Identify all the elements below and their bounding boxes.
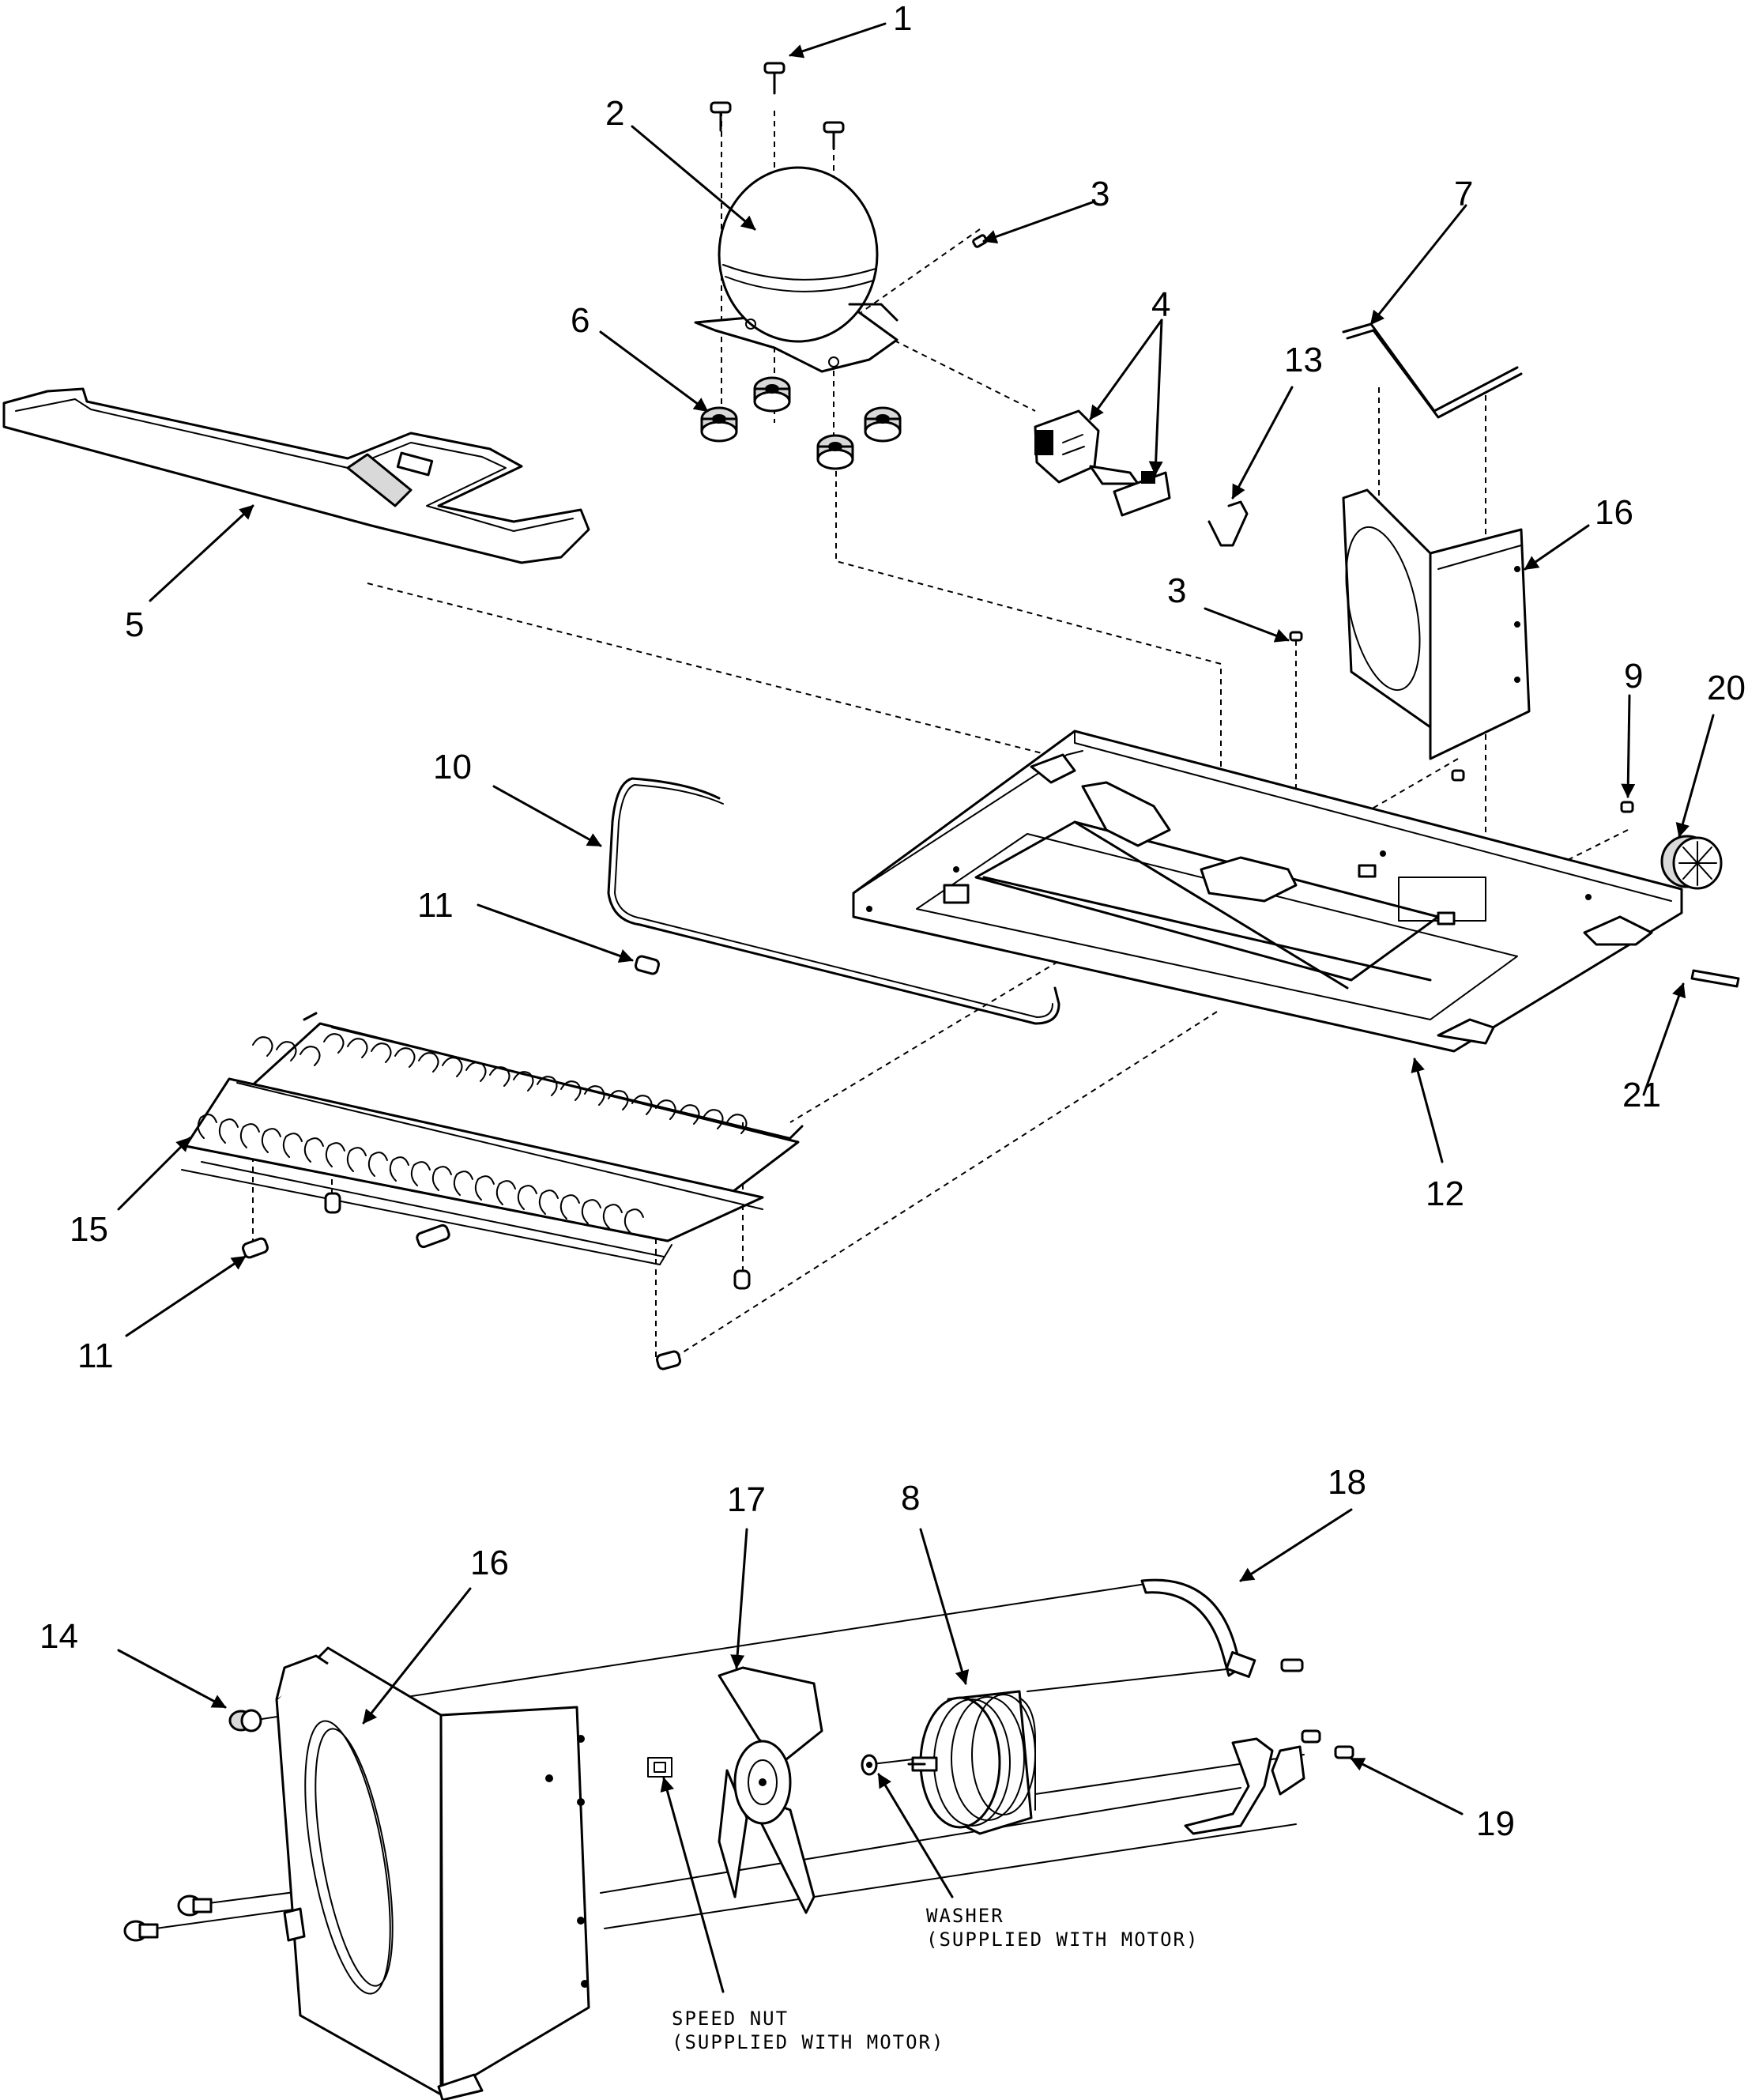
speed-nut [647,1757,672,1778]
motor-bracket [1184,1729,1354,1835]
callout-20: 20 [1707,669,1746,707]
clip-13 [1207,500,1249,547]
tube-10 [607,777,1060,1025]
callout-17: 17 [727,1480,766,1519]
callout-6: 6 [571,301,590,340]
callout-labels: 1 2 3 4 5 6 7 13 16 3 9 20 21 12 10 11 1… [40,0,1746,1843]
washer [861,1754,878,1776]
screw-3-lower [1289,631,1303,642]
washer-note-line1: WASHER [926,1905,1004,1927]
grommet-14 [228,1709,262,1732]
fan-hub-20 [1660,835,1723,890]
callout-3-upper: 3 [1091,175,1109,213]
speednut-note-line2: (SUPPLIED WITH MOTOR) [672,2031,944,2053]
callout-19: 19 [1476,1804,1515,1843]
callout-16-top: 16 [1595,493,1633,532]
relay-overload [1034,409,1171,517]
drain-pan [2,387,590,564]
callout-18: 18 [1328,1463,1366,1502]
speednut-note-line1: SPEED NUT [672,2008,789,2030]
callout-4: 4 [1151,285,1170,324]
screw-1 [710,62,845,150]
callout-21: 21 [1622,1076,1661,1114]
callout-7: 7 [1454,175,1473,213]
grommets [700,376,902,470]
callout-16-bottom: 16 [470,1544,509,1582]
callout-11-lower: 11 [77,1337,114,1375]
bracket-wire-7 [1342,322,1523,419]
fan-shroud-top [1342,488,1531,760]
notes: WASHER (SUPPLIED WITH MOTOR) SPEED NUT (… [672,1905,1199,2053]
callout-15: 15 [70,1210,108,1249]
callout-14: 14 [40,1617,78,1656]
callout-13: 13 [1284,341,1323,379]
callout-3-lower: 3 [1167,571,1186,610]
callout-5: 5 [125,605,144,644]
compressor [694,166,898,373]
shroud-screws [123,1895,213,1942]
condenser-coil [181,1012,804,1265]
fan-shroud-bottom [275,1646,590,2100]
fan-blade-17 [718,1666,823,1914]
pin-21 [1690,969,1740,988]
base-plate [852,730,1683,1053]
washer-note-line2: (SUPPLIED WITH MOTOR) [926,1928,1199,1951]
callout-8: 8 [901,1479,920,1518]
callout-2: 2 [605,94,624,133]
callout-1: 1 [893,0,912,38]
plug-11-a [634,955,661,975]
callout-9: 9 [1624,657,1643,696]
screw-9 [1451,769,1634,813]
strap-18 [1140,1578,1304,1678]
callout-10: 10 [433,748,472,786]
callout-11-upper: 11 [417,886,454,925]
callout-arrows [117,22,1715,1993]
fan-motor-8 [907,1690,1036,1835]
callout-12: 12 [1426,1174,1464,1213]
plugs-11 [242,1192,751,1370]
